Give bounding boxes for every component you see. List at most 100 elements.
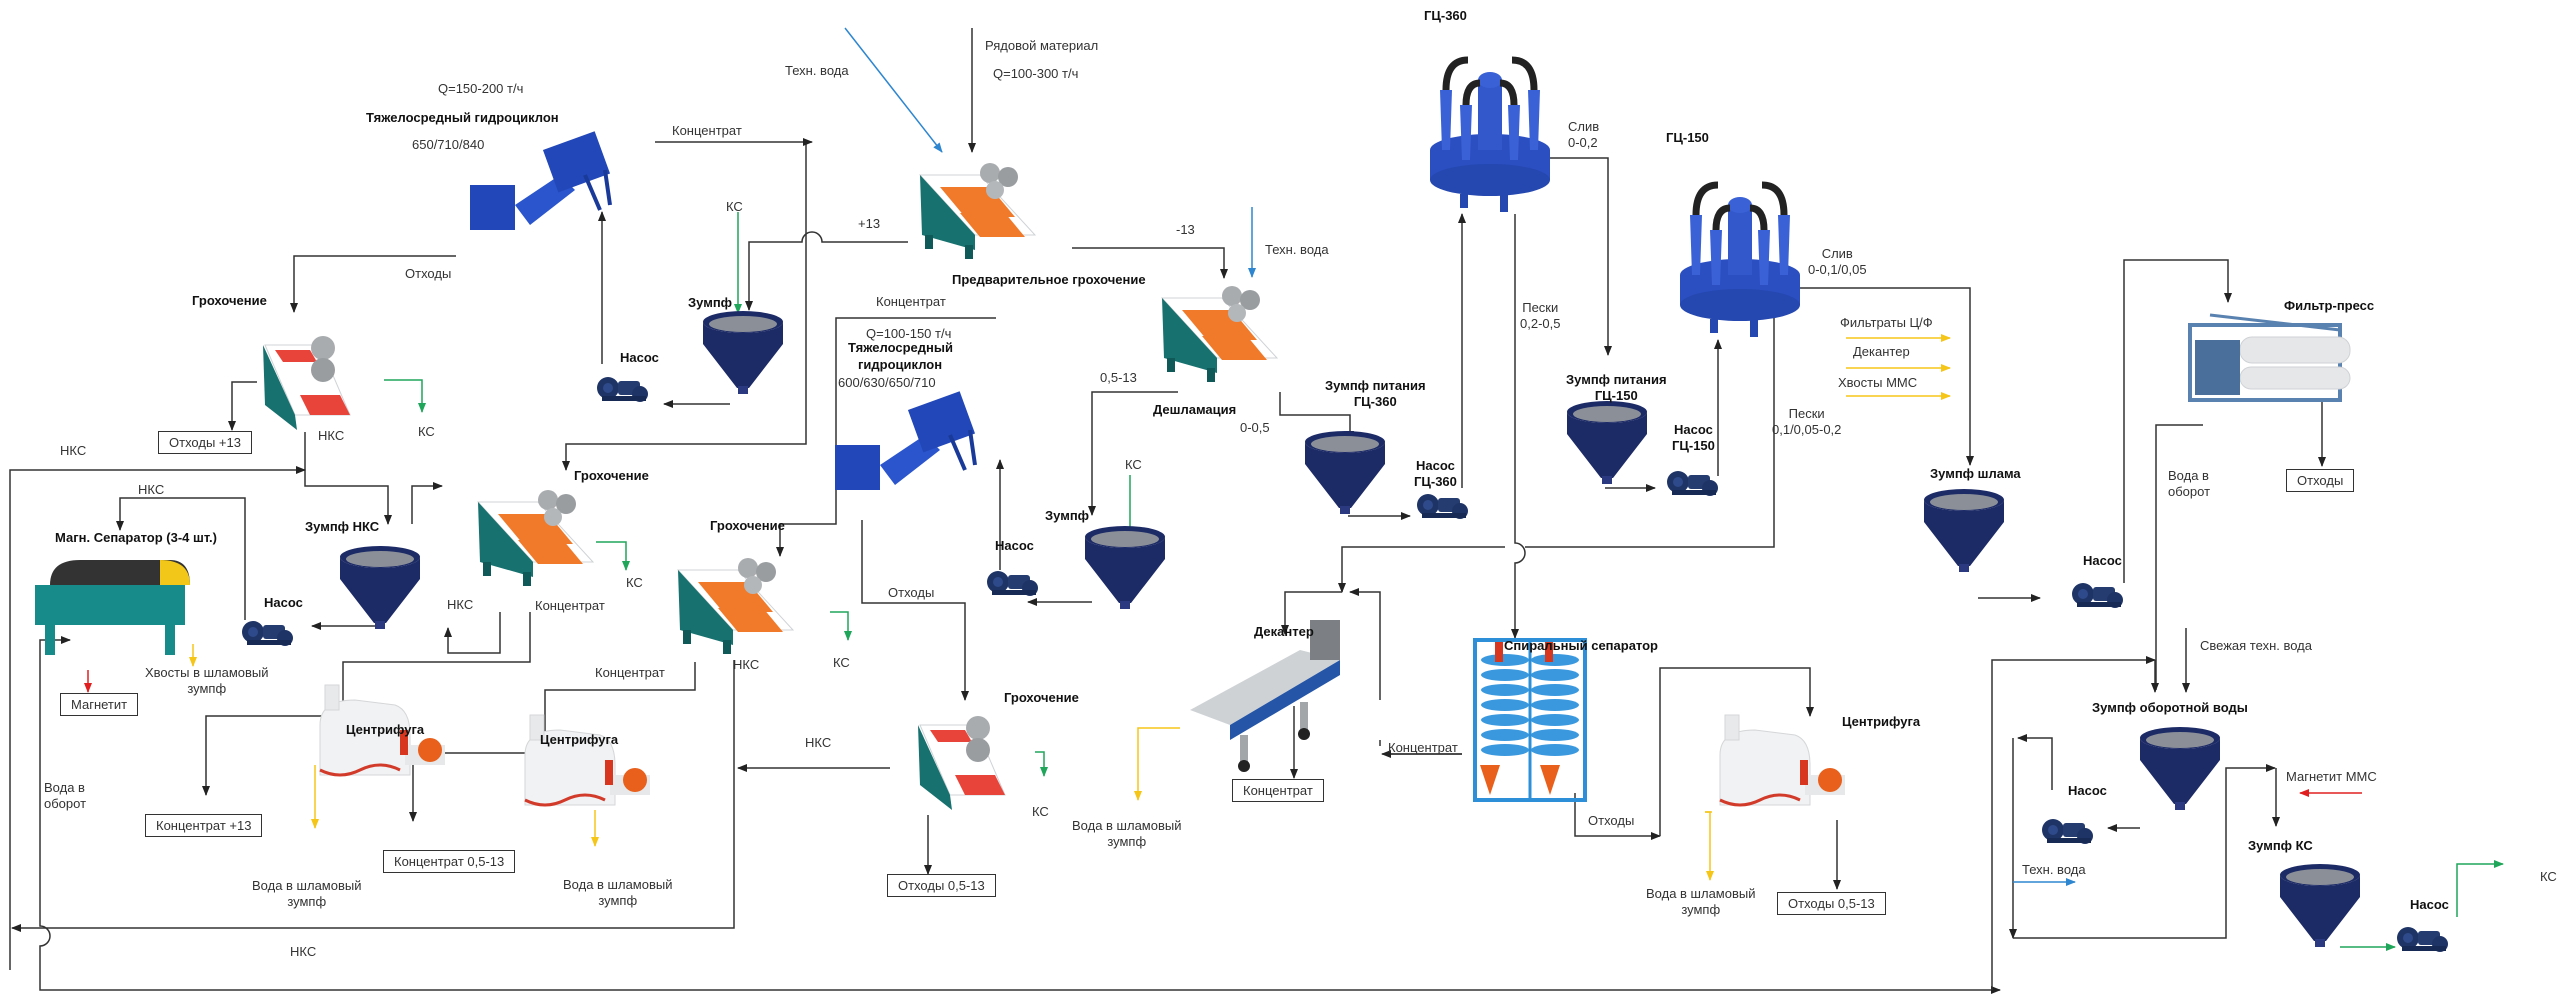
water-slime-4-line-1: Вода в шламовый (1646, 886, 1756, 901)
product-conc-decanter: Концентрат (1232, 779, 1324, 802)
pump-ks[interactable] (2397, 927, 2448, 952)
screen-2-title: Грохочение (574, 468, 649, 483)
pump-recycle-title: Насос (2068, 783, 2107, 798)
hc1-concentrate-label: Концентрат (672, 123, 742, 138)
gc360-title: ГЦ-360 (1424, 8, 1467, 23)
nks-label-screen4: НКС (805, 735, 832, 750)
pump-2-title: Насос (995, 538, 1034, 553)
sump-ks[interactable] (2280, 864, 2360, 947)
water-slime-1-line-2: зумпф (287, 894, 327, 910)
pump-1[interactable] (597, 377, 648, 402)
hc2-tails-label: Отходы (888, 585, 935, 600)
overflow-360-line-2: 0-0,2 (1568, 135, 1598, 151)
water-return-fp-line-2: оборот (2168, 484, 2211, 500)
sump-nks[interactable] (340, 546, 420, 629)
water-return-left-line-2: оборот (44, 796, 87, 812)
centrifuge-2[interactable] (523, 713, 652, 807)
screen-2[interactable] (477, 489, 594, 587)
hydrocyclone-gc360[interactable] (1430, 60, 1550, 212)
water-return-fp-line-1: Вода в (2168, 468, 2209, 483)
screen-3[interactable] (677, 557, 794, 655)
hc1-tails-label: Отходы (405, 266, 452, 281)
water-slime-3-line-1: Вода в шламовый (1072, 818, 1182, 833)
desliming-title: Дешламация (1153, 402, 1237, 417)
screen-4[interactable] (917, 715, 1006, 811)
concentrate-label-screen3: Концентрат (595, 665, 665, 680)
dense-medium-cyclone-1[interactable] (468, 129, 613, 232)
dense-medium-cyclone-2[interactable] (833, 389, 978, 492)
minus13-label: -13 (1176, 222, 1195, 237)
hydrocyclone-gc150[interactable] (1680, 185, 1800, 337)
centrifuge-3-title: Центрифуга (1842, 714, 1921, 729)
tech-water-label-3: Техн. вода (2022, 862, 2086, 877)
centrifuge-2-title: Центрифуга (540, 732, 619, 747)
desliming-screen[interactable] (1161, 285, 1278, 383)
pump-gc150-title-line-1: Насос (1674, 422, 1713, 437)
water-slime-1-line-1: Вода в шламовый (252, 878, 362, 893)
pump-1-title: Насос (620, 350, 659, 365)
sump-gc360-title-line-1: Зумпф питания (1325, 378, 1426, 393)
screen-1-title: Грохочение (192, 293, 267, 308)
sump-ks-title: Зумпф КС (2248, 838, 2313, 853)
sump-1[interactable] (703, 311, 783, 394)
nks-label-magsep: НКС (138, 482, 165, 497)
filter-press[interactable] (2188, 313, 2352, 402)
sump-gc360[interactable] (1305, 431, 1385, 514)
decanter[interactable] (1190, 620, 1340, 772)
feed-label: Рядовой материал (985, 38, 1099, 53)
fr-0-05-label: 0-0,5 (1240, 420, 1270, 435)
pump-slime-title: Насос (2083, 553, 2122, 568)
pump-recycle[interactable] (2042, 819, 2093, 844)
sands-360-line-2: 0,2-0,5 (1520, 316, 1561, 332)
product-tails-05-13-b: Отходы 0,5-13 (1777, 892, 1886, 915)
sump-slime[interactable] (1924, 489, 2004, 572)
sump-2[interactable] (1085, 526, 1165, 609)
slime-input-filtrates: Фильтраты Ц/Ф (1840, 315, 1933, 330)
pump-slime[interactable] (2072, 583, 2123, 608)
hc1-size: 650/710/840 (412, 137, 485, 152)
hc2-concentrate-label: Концентрат (876, 294, 946, 309)
overflow-150-line-2: 0-0,1/0,05 (1808, 262, 1867, 278)
ks-label-screen4: КС (1032, 804, 1049, 819)
overflow-150-line-1: Слив (1821, 246, 1853, 261)
water-slime-2-line-2: зумпф (598, 893, 638, 909)
screen-3-title: Грохочение (710, 518, 785, 533)
concentrate-label-screen2: Концентрат (535, 598, 605, 613)
sands-150-line-1: Пески (1788, 406, 1825, 421)
spiral-separator[interactable] (1473, 638, 1587, 802)
feed-rate: Q=100-300 т/ч (993, 66, 1079, 81)
mag-tails-line-1: Хвосты в шламовый (145, 665, 269, 680)
hc2-size: 600/630/650/710 (838, 375, 936, 390)
sump-gc150[interactable] (1567, 401, 1647, 484)
pump-gc150[interactable] (1667, 471, 1718, 496)
screen-1[interactable] (262, 335, 351, 431)
sump-gc360-title-line-2: ГЦ-360 (1353, 394, 1397, 410)
product-tails-fp: Отходы (2286, 469, 2355, 492)
ks-label-sump2: КС (1125, 457, 1142, 472)
centrifuge-1-title: Центрифуга (346, 722, 425, 737)
hc2-title-1: Тяжелосредный (848, 340, 953, 355)
gc150-title: ГЦ-150 (1666, 130, 1709, 145)
mag-tails-line-2: зумпф (187, 681, 227, 697)
pump-nks[interactable] (242, 621, 293, 646)
pump-2[interactable] (987, 571, 1038, 596)
nks-label-screen1: НКС (318, 428, 345, 443)
decanter-title: Декантер (1254, 624, 1314, 639)
pump-gc360[interactable] (1417, 494, 1468, 519)
plus13-label: +13 (858, 216, 881, 231)
product-tails-13: Отходы +13 (158, 431, 252, 454)
pre-screen[interactable] (919, 162, 1036, 260)
sump-recycle-water[interactable] (2140, 727, 2220, 810)
centrifuge-3[interactable] (1718, 713, 1847, 807)
